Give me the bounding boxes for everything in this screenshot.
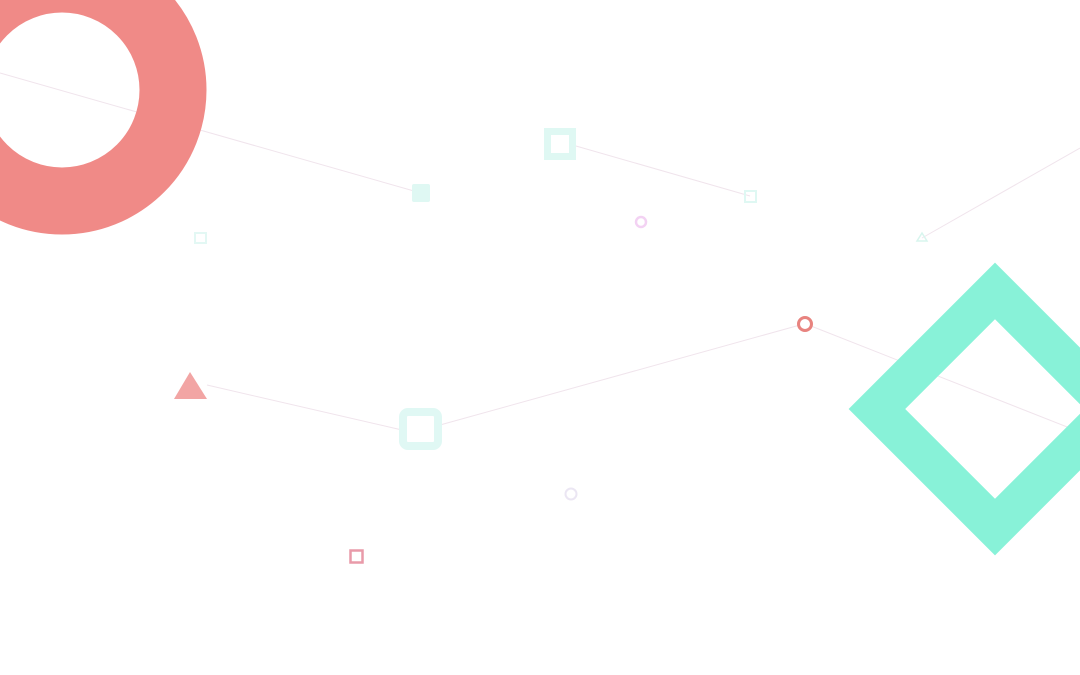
connector-line [921,147,1080,239]
connector-line [810,325,1080,433]
connector-line [439,324,801,426]
pink-ring-shape [634,215,648,229]
connector-line [206,384,403,431]
connector-line [575,145,751,197]
rounded-square-outline-shape [399,408,442,450]
connector-line [0,72,422,194]
small-square-shape [194,232,207,244]
small-square-shape [744,190,757,203]
red-ring-shape [797,316,813,332]
large-diamond-shape [848,262,1080,556]
triangle-shape [174,372,207,399]
tiny-triangle-shape [915,231,929,242]
lavender-circle-shape [564,487,578,501]
connector-lines [0,72,1080,433]
large-ring-shape [0,0,207,235]
square-outline-shape [544,128,576,160]
filled-square-shape [412,184,430,202]
rose-square-shape [349,549,364,564]
